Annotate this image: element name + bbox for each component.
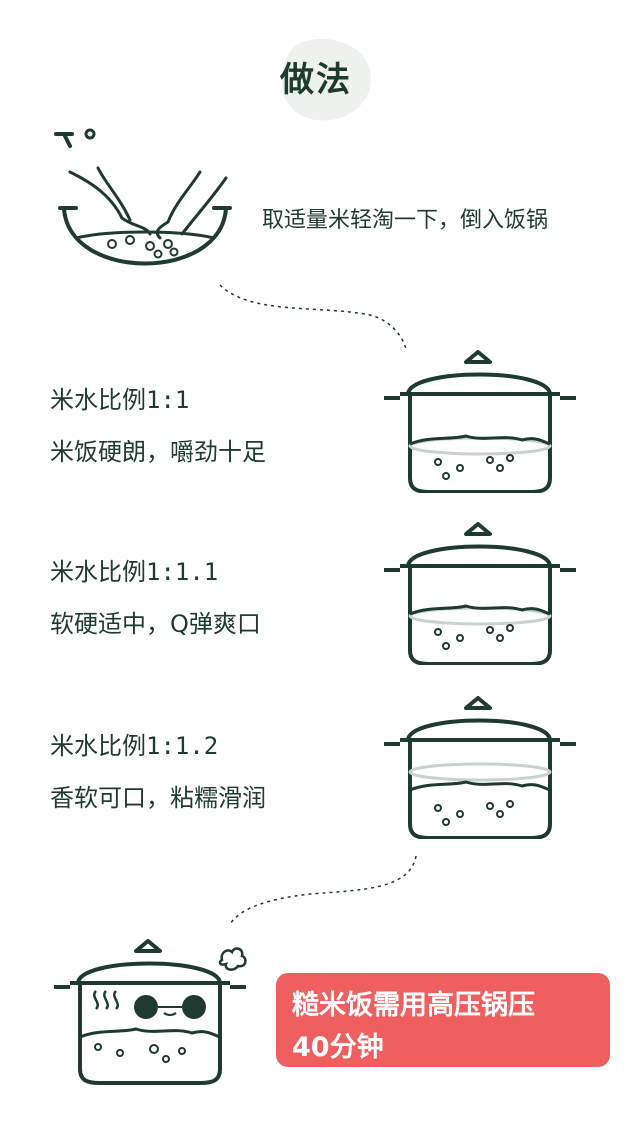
pressure-cooker-face-icon xyxy=(54,939,246,1085)
step-2-ratio: 米水比例1:1 xyxy=(50,386,190,414)
step-3-ratio: 米水比例1:1.1 xyxy=(50,558,219,586)
step-2-desc: 米饭硬朗，嚼劲十足 xyxy=(50,438,266,466)
note-line-1: 糙米饭需用高压锅压 xyxy=(292,990,535,1021)
steam-icon xyxy=(218,947,247,971)
note-line-2: 40分钟 xyxy=(292,1032,384,1063)
pot-icon xyxy=(384,350,576,493)
title-blob-icon xyxy=(281,38,371,121)
title-badge: 做法 xyxy=(270,34,380,124)
page-title: 做法 xyxy=(280,60,352,100)
bowl-washing-hands-icon xyxy=(54,128,232,266)
step-1-text: 取适量米轻淘一下，倒入饭锅 xyxy=(262,208,549,233)
step-4-desc: 香软可口，粘糯滑润 xyxy=(50,784,266,812)
pot-icon xyxy=(384,522,576,665)
pot-icon xyxy=(384,696,576,839)
pressure-cooker-note: 糙米饭需用高压锅压 40分钟 xyxy=(276,973,610,1067)
connector-dashed-line xyxy=(229,855,417,925)
step-3-desc: 软硬适中，Q弹爽口 xyxy=(50,610,261,638)
connector-dashed-line xyxy=(219,284,407,350)
step-4-ratio: 米水比例1:1.2 xyxy=(50,732,219,760)
